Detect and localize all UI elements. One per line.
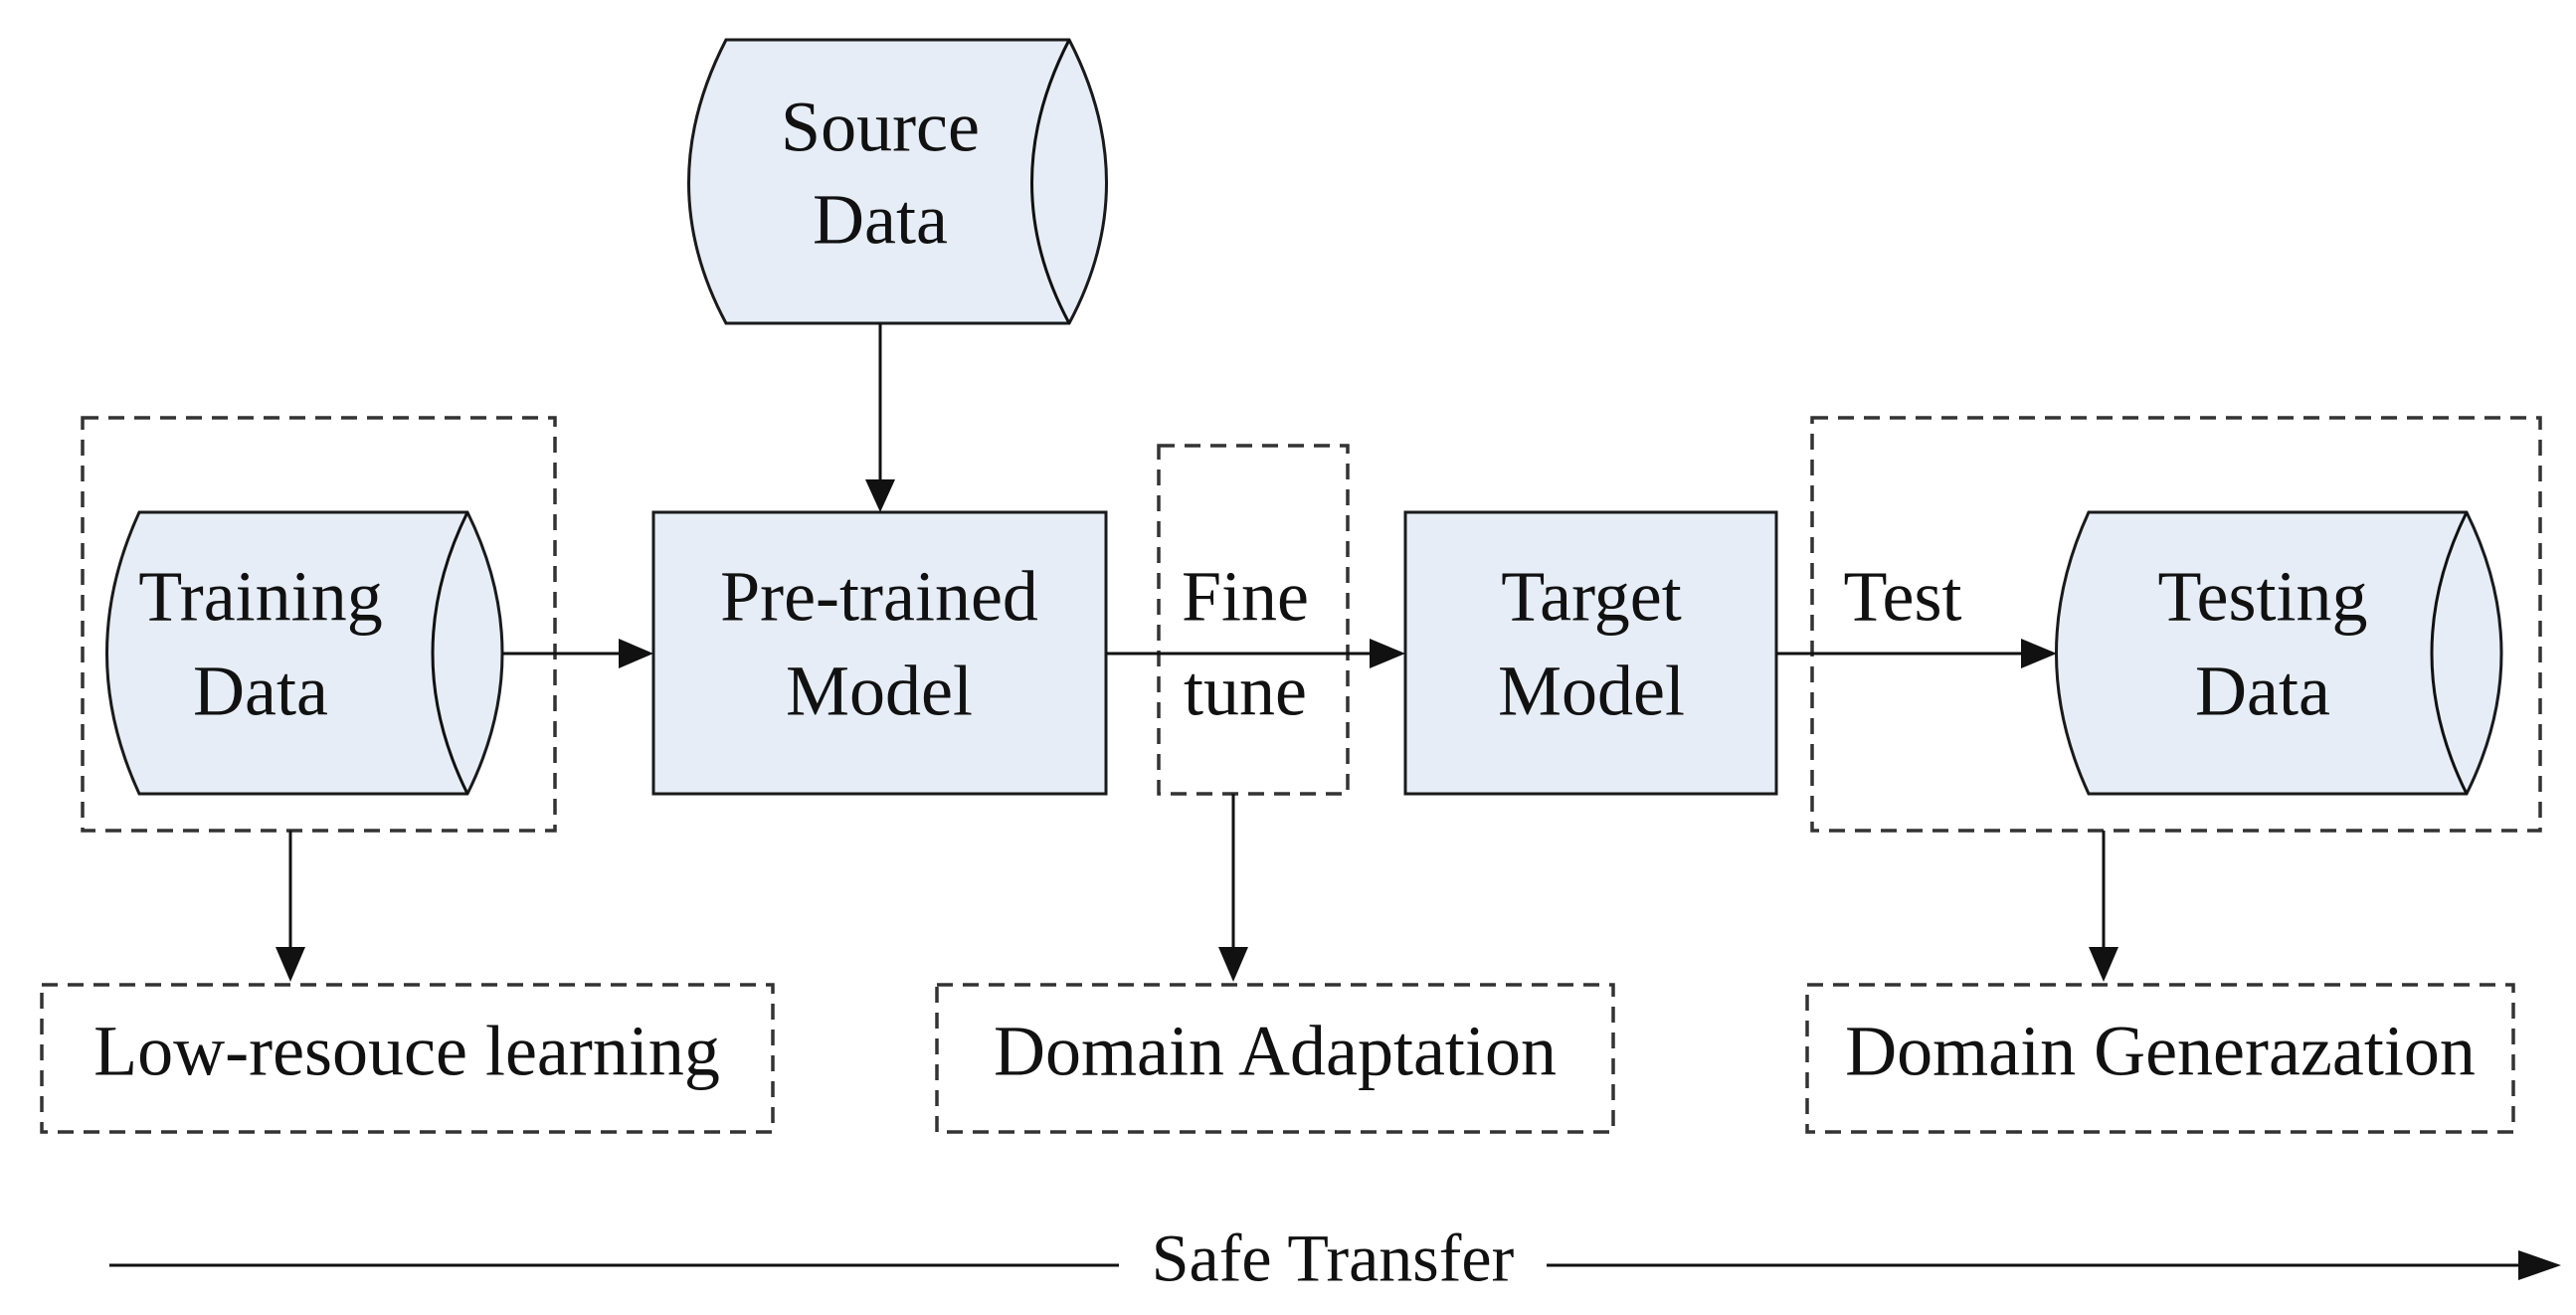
pretrained-model-label-line2: Model — [786, 652, 973, 731]
domain-generalization-label: Domain Generazation — [1845, 1012, 2476, 1091]
testing-data-label-line1: Testing — [2158, 557, 2368, 637]
target-model-label-line2: Model — [1498, 652, 1685, 731]
arrow-source-to-pretrained — [865, 323, 895, 512]
low-resource-learning-box: Low-resouce learning — [40, 983, 775, 1134]
domain-generalization-box: Domain Generazation — [1805, 983, 2515, 1134]
safe-transfer-axis: Safe Transfer — [109, 1221, 2561, 1296]
fine-tune-label-line1: Fine — [1182, 557, 1309, 637]
test-edge-label: Test — [1844, 557, 1962, 637]
arrow-training-to-pretrained — [502, 639, 653, 668]
arrow-to-low-resource — [276, 831, 305, 982]
training-data-node: Training Data — [105, 510, 504, 796]
domain-adaptation-label: Domain Adaptation — [994, 1012, 1557, 1091]
fine-tune-label-line2: tune — [1184, 652, 1307, 731]
source-data-label-line1: Source — [781, 88, 980, 167]
training-data-dashed-group — [81, 416, 557, 833]
training-data-label-line1: Training — [138, 557, 382, 637]
safe-transfer-label: Safe Transfer — [1152, 1221, 1515, 1296]
testing-data-label-line2: Data — [2195, 652, 2330, 731]
testing-data-node: Testing Data — [2055, 510, 2503, 796]
pretrained-model-label-line1: Pre-trained — [720, 557, 1038, 637]
target-model-node: Target Model — [1403, 510, 1778, 796]
arrow-pretrained-to-target — [1106, 639, 1405, 668]
pretrained-model-node: Pre-trained Model — [651, 510, 1108, 796]
arrow-to-domain-adaptation — [1218, 794, 1248, 982]
fine-tune-node: Fine tune — [1157, 444, 1350, 796]
training-data-label-line2: Data — [193, 652, 328, 731]
arrow-to-domain-generalization — [2089, 831, 2118, 982]
domain-adaptation-box: Domain Adaptation — [935, 983, 1615, 1134]
testing-data-dashed-group — [1810, 416, 2542, 833]
target-model-label-line1: Target — [1501, 557, 1682, 637]
source-data-node: Source Data — [687, 38, 1108, 325]
low-resource-learning-label: Low-resouce learning — [93, 1012, 720, 1091]
arrow-target-to-testing — [1776, 639, 2057, 668]
source-data-label-line2: Data — [813, 180, 948, 260]
